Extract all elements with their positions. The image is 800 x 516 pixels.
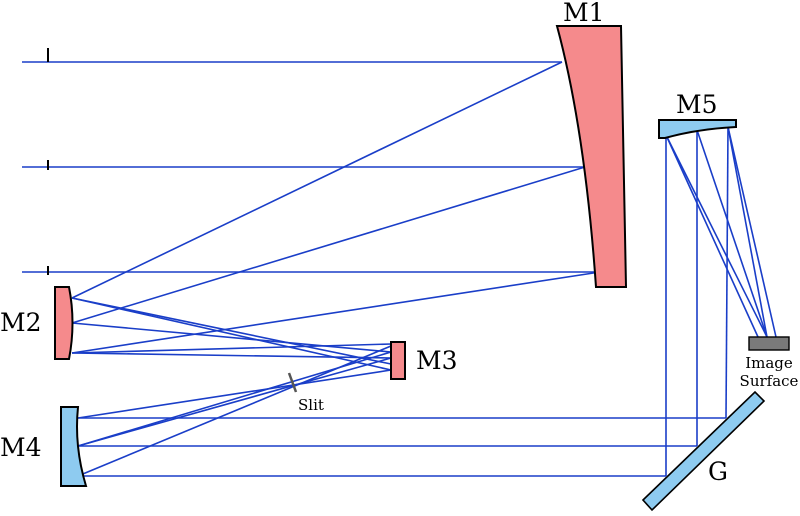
rays-m4-to-grating xyxy=(78,417,726,477)
mirror-m2 xyxy=(54,286,74,360)
label-slit: Slit xyxy=(298,396,324,414)
rays-m2-to-m3 xyxy=(71,297,392,371)
mirror-m5 xyxy=(658,119,737,139)
mirror-m3 xyxy=(390,341,406,380)
label-m4: M4 xyxy=(0,433,42,462)
image-surface-detector xyxy=(748,336,790,351)
slit-marker xyxy=(287,372,298,393)
label-image-surface-line2: Surface xyxy=(740,372,799,390)
label-image-surface-line1: Image xyxy=(745,354,793,372)
rays-m3-to-m4 xyxy=(77,345,392,477)
rays-m5-to-image-surface xyxy=(665,126,777,338)
rays-m1-to-m2 xyxy=(71,61,601,354)
mirror-m1 xyxy=(555,25,628,288)
label-grating: G xyxy=(708,457,728,486)
label-m2: M2 xyxy=(0,308,42,337)
label-m5: M5 xyxy=(676,90,718,119)
rays-grating-to-m5 xyxy=(665,126,729,476)
label-m3: M3 xyxy=(416,346,458,375)
grating-g xyxy=(641,390,766,512)
label-m1: M1 xyxy=(563,0,605,27)
mirror-m4 xyxy=(60,406,88,487)
incoming-beams xyxy=(22,48,600,275)
